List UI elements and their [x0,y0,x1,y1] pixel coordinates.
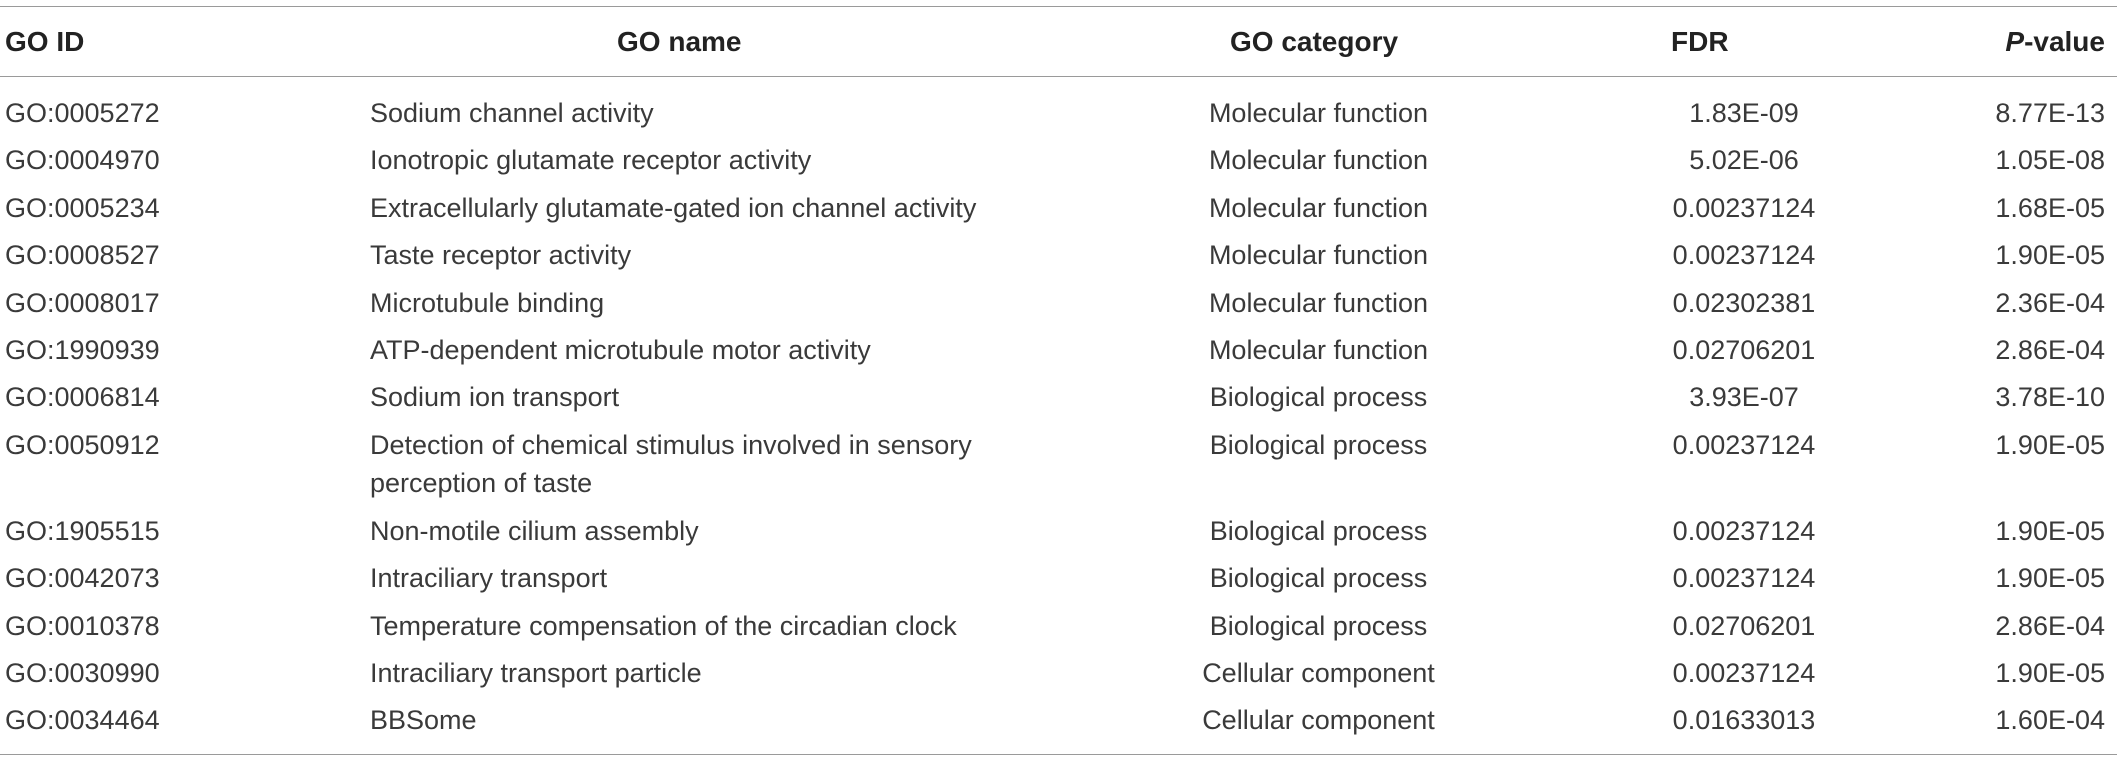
cell-go-name: Microtubule binding [370,287,605,318]
header-go-category: GO category [1230,26,1399,57]
cell-go-name: Extracellularly glutamate-gated ion chan… [370,192,977,223]
table-row: GO:0008017 Microtubule binding Molecular… [0,284,2117,331]
cell-go-category: Molecular function [1208,240,1429,271]
cell-go-id: GO:0050912 [5,429,160,460]
header-rule [0,76,2117,77]
cell-go-category: Molecular function [1208,98,1429,128]
cell-fdr: 1.83E-09 [1689,98,1799,128]
cell-fdr: 0.00237124 [1672,657,1816,688]
table-row: GO:1990939 ATP-dependent microtubule mot… [0,331,2117,378]
table-row: GO:0042073 Intraciliary transport Biolog… [0,559,2117,606]
cell-fdr: 0.00237124 [1672,429,1816,460]
cell-fdr: 0.00237124 [1672,240,1816,271]
cell-go-category: Biological process [1209,515,1428,546]
table-row: GO:0010378 Temperature compensation of t… [0,607,2117,654]
cell-go-category: Molecular function [1208,287,1429,318]
table-row: GO:0050912 Detection of chemical stimulu… [0,426,2117,512]
cell-go-category: Biological process [1209,429,1428,460]
table-bottom-rule [0,754,2117,755]
cell-go-category: Biological process [1209,382,1428,413]
cell-p-value: 1.90E-05 [1995,240,2105,271]
cell-go-category: Molecular function [1208,192,1429,223]
cell-go-category: Biological process [1209,610,1428,641]
cell-go-category: Biological process [1209,563,1428,594]
cell-go-name: Sodium channel activity [370,98,654,128]
cell-fdr: 0.01633013 [1672,705,1816,736]
header-go-name: GO name [617,26,742,57]
cell-go-name: Non-motile cilium assembly [370,515,699,546]
cell-p-value: 1.05E-08 [1995,145,2105,176]
header-fdr: FDR [1671,26,1729,57]
cell-p-value: 1.90E-05 [1995,515,2105,546]
table-row: GO:0008527 Taste receptor activity Molec… [0,236,2117,283]
cell-go-name: Sodium ion transport [370,382,620,413]
cell-p-value: 1.90E-05 [1995,657,2105,688]
cell-go-name: Intraciliary transport particle [370,657,702,688]
table-body: GO:0005272 Sodium channel activity Molec… [0,94,2117,749]
cell-go-name: Detection of chemical stimulus involved … [370,429,972,498]
cell-go-name: Intraciliary transport [370,563,608,594]
cell-p-value: 1.68E-05 [1995,192,2105,223]
cell-go-category: Molecular function [1208,145,1429,176]
cell-go-id: GO:1990939 [5,334,160,365]
cell-go-id: GO:0034464 [5,705,160,736]
cell-go-category: Cellular component [1202,657,1435,688]
cell-p-value: 3.78E-10 [1995,382,2105,413]
cell-go-id: GO:0008527 [5,240,160,271]
cell-go-id: GO:0030990 [5,657,160,688]
table-header-row: GO ID GO name GO category FDR P-value [0,7,2117,76]
cell-go-id: GO:0005234 [5,192,160,223]
cell-go-id: GO:0008017 [5,287,160,318]
cell-go-id: GO:0005272 [5,98,160,128]
table-row: GO:1905515 Non-motile cilium assembly Bi… [0,512,2117,559]
cell-fdr: 0.00237124 [1672,515,1816,546]
cell-p-value: 2.86E-04 [1995,334,2105,365]
cell-go-id: GO:0010378 [5,610,160,641]
header-go-id: GO ID [5,26,85,57]
header-p-value-italic: P [2005,26,2025,57]
cell-go-name: Temperature compensation of the circadia… [370,610,957,641]
cell-p-value: 2.36E-04 [1995,287,2105,318]
cell-go-name: Taste receptor activity [370,240,632,271]
cell-go-id: GO:0042073 [5,563,160,594]
cell-go-name: BBSome [370,705,477,736]
table-row: GO:0034464 BBSome Cellular component 0.0… [0,701,2117,748]
header-p-value: P-value [2005,7,2105,76]
cell-fdr: 0.02302381 [1672,287,1816,318]
table-row: GO:0006814 Sodium ion transport Biologic… [0,378,2117,425]
cell-go-id: GO:1905515 [5,515,160,546]
cell-fdr: 0.00237124 [1672,563,1816,594]
cell-go-category: Molecular function [1208,334,1429,365]
cell-go-category: Cellular component [1202,705,1435,736]
cell-p-value: 1.90E-05 [1995,563,2105,594]
table-row: GO:0030990 Intraciliary transport partic… [0,654,2117,701]
cell-fdr: 0.00237124 [1672,192,1816,223]
cell-fdr: 5.02E-06 [1689,145,1799,176]
cell-p-value: 8.77E-13 [1995,98,2105,128]
cell-fdr: 3.93E-07 [1689,382,1799,413]
table-row: GO:0005234 Extracellularly glutamate-gat… [0,189,2117,236]
cell-fdr: 0.02706201 [1672,610,1816,641]
cell-p-value: 1.90E-05 [1995,429,2105,460]
cell-fdr: 0.02706201 [1672,334,1816,365]
table-row: GO:0004970 Ionotropic glutamate receptor… [0,141,2117,188]
table-top-rule [0,6,2117,7]
cell-go-id: GO:0004970 [5,145,160,176]
cell-go-name: ATP-dependent microtubule motor activity [370,334,871,365]
cell-go-id: GO:0006814 [5,382,160,413]
cell-p-value: 2.86E-04 [1995,610,2105,641]
table-row: GO:0005272 Sodium channel activity Molec… [0,94,2117,141]
cell-p-value: 1.60E-04 [1995,705,2105,736]
cell-go-name: Ionotropic glutamate receptor activity [370,145,812,176]
header-p-value-suffix: -value [2024,26,2105,57]
